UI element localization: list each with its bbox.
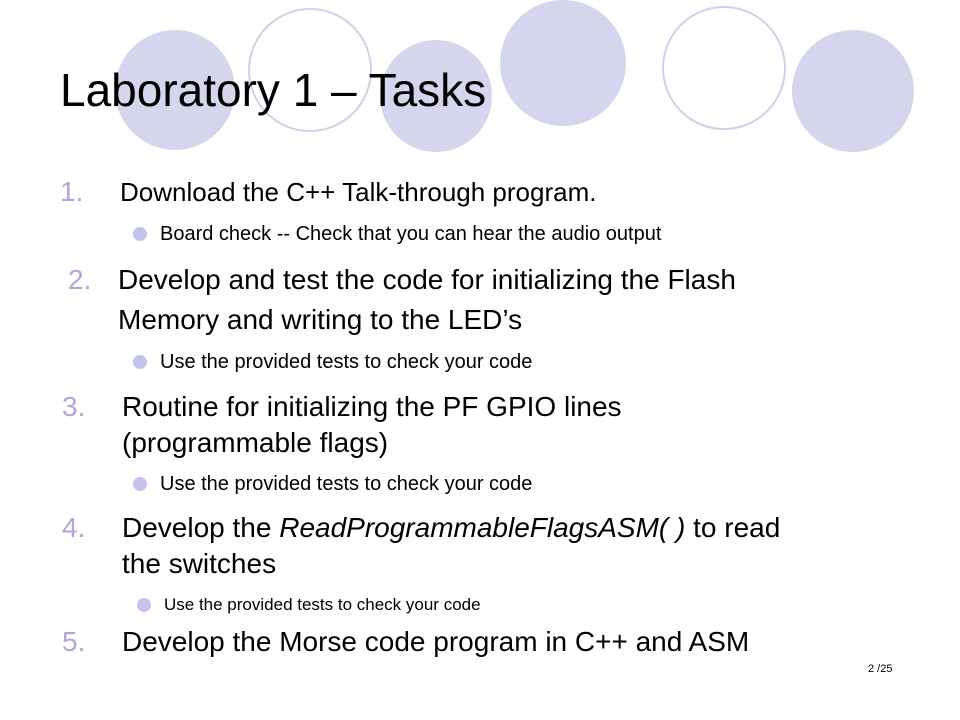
decorative-circle	[115, 30, 235, 150]
function-name: ReadProgrammableFlagsASM( )	[279, 512, 686, 543]
item-text: Download the C++ Talk-through program.	[120, 177, 597, 207]
item-number: 3.	[62, 391, 86, 422]
item-number: 5.	[62, 626, 86, 657]
decorative-circle	[792, 30, 914, 152]
item-text-line: Develop and test the code for initializi…	[118, 264, 736, 295]
item-number: 1.	[60, 176, 84, 207]
decorative-circle	[500, 0, 626, 126]
bullet-icon	[137, 598, 151, 612]
sub-item-text: Use the provided tests to check your cod…	[160, 473, 533, 495]
item-text-line: Develop the ReadProgrammableFlagsASM( ) …	[122, 510, 780, 546]
decorative-circle	[380, 40, 492, 152]
item-text-line: Routine for initializing the PF GPIO lin…	[122, 391, 622, 422]
page-number: 2 /25	[868, 663, 893, 675]
item-text-line: Memory and writing to the LED’s	[118, 304, 523, 335]
bullet-icon	[133, 477, 147, 491]
slide-title: Laboratory 1 – Tasks	[60, 64, 487, 116]
item-text: Develop the Morse code program in C++ an…	[122, 626, 750, 657]
item-number: 2.	[68, 264, 92, 295]
sub-item-text: Board check -- Check that you can hear t…	[160, 223, 662, 245]
decorative-circle-outline	[662, 6, 786, 130]
item-number: 4.	[62, 512, 86, 543]
item-text-line: the switches	[122, 548, 277, 579]
item-text-line: (programmable flags)	[122, 427, 389, 458]
bullet-icon	[133, 227, 147, 241]
decorative-circle-outline	[248, 8, 372, 132]
item-text-post: to read	[685, 512, 781, 543]
bullet-icon	[133, 355, 147, 369]
item-text-pre: Develop the	[122, 512, 280, 543]
sub-item-text: Use the provided tests to check your cod…	[164, 595, 481, 614]
sub-item-text: Use the provided tests to check your cod…	[160, 351, 533, 373]
